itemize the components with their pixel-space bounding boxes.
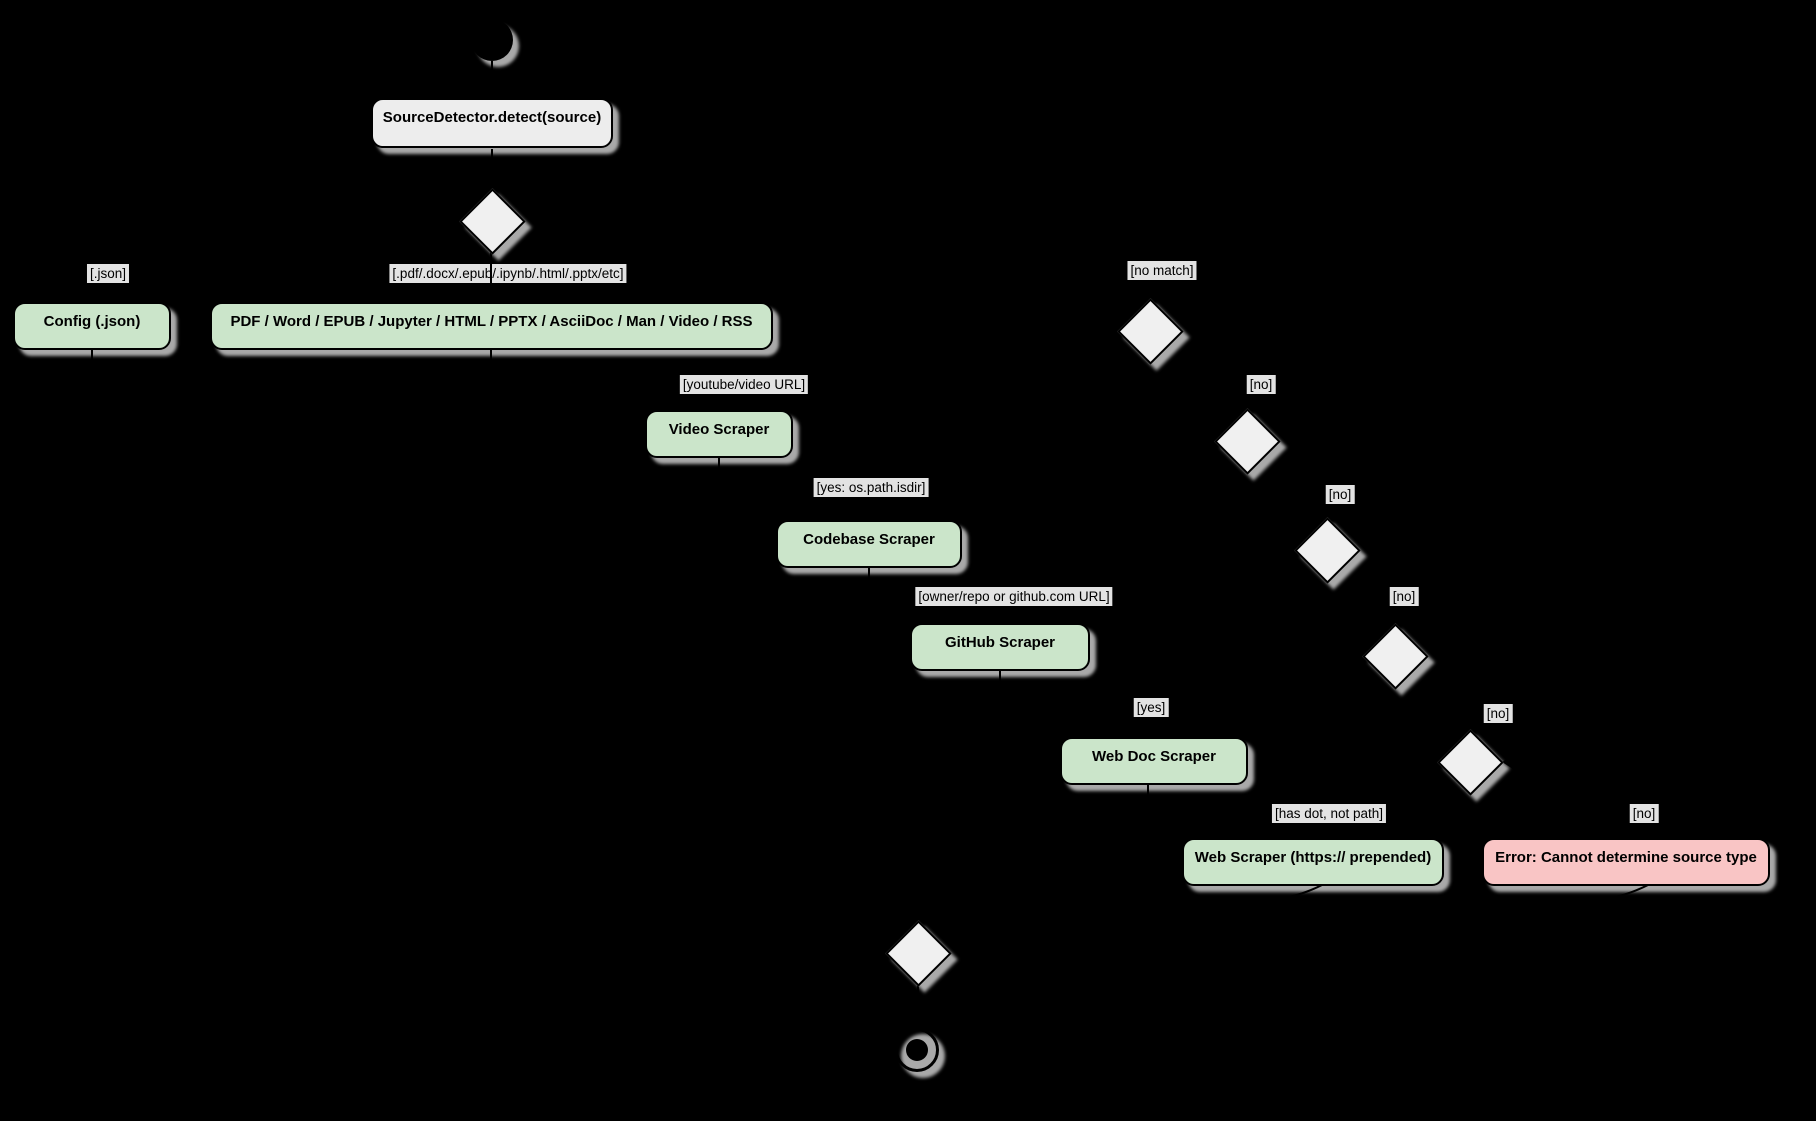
guard-no-4: [no] — [1483, 704, 1513, 723]
guard-no-3: [no] — [1389, 587, 1419, 606]
activity-codebase-scraper: Codebase Scraper — [776, 520, 962, 568]
activity-formats: PDF / Word / EPUB / Jupyter / HTML / PPT… — [210, 302, 773, 350]
activity-config: Config (.json) — [13, 302, 171, 350]
activity-video-scraper: Video Scraper — [645, 410, 793, 458]
activity-source-detector: SourceDetector.detect(source) — [371, 98, 613, 148]
guard-youtube: [youtube/video URL] — [679, 375, 809, 394]
guard-has-dot: [has dot, not path] — [1271, 804, 1387, 823]
guard-no-5: [no] — [1629, 804, 1659, 823]
guard-yes: [yes] — [1133, 698, 1169, 717]
guard-extensions: [.pdf/.docx/.epub/.ipynb/.html/.pptx/etc… — [389, 264, 627, 283]
activity-webdoc-scraper: Web Doc Scraper — [1060, 737, 1248, 785]
guard-owner-repo: [owner/repo or github.com URL] — [915, 587, 1113, 606]
guard-no-1: [no] — [1246, 375, 1276, 394]
end-node-ring — [895, 1028, 939, 1072]
activity-github-scraper: GitHub Scraper — [910, 623, 1090, 671]
activity-error: Error: Cannot determine source type — [1482, 838, 1770, 886]
end-node-dot — [906, 1039, 928, 1061]
guard-yes-isdir: [yes: os.path.isdir] — [813, 478, 929, 497]
guard-no-match: [no match] — [1127, 261, 1197, 280]
activity-web-scraper: Web Scraper (https:// prepended) — [1182, 838, 1444, 886]
start-node — [471, 19, 513, 61]
guard-json: [.json] — [86, 264, 130, 283]
guard-no-2: [no] — [1325, 485, 1355, 504]
